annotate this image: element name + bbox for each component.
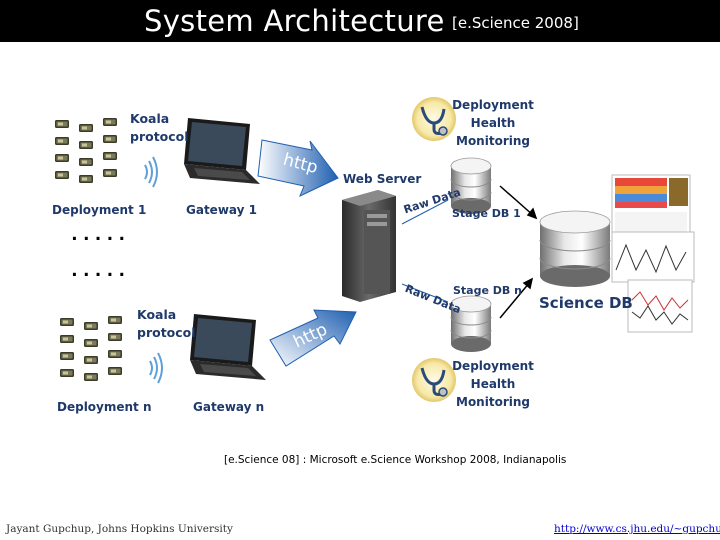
gateway-n-laptop <box>190 314 266 380</box>
deployment-1-motes <box>55 118 117 183</box>
caption: [e.Science 08] : Microsoft e.Science Wor… <box>224 454 567 466</box>
raw-data-arrow-bottom <box>401 283 449 303</box>
title-bar: System Architecture [e.Science 2008] <box>0 0 720 42</box>
raw-data-arrow-top <box>401 199 449 225</box>
stage-db-n-label: Stage DB n <box>453 284 522 297</box>
page-title: System Architecture <box>144 4 445 38</box>
gateway-n-label: Gateway n <box>193 400 265 414</box>
health-monitoring-label-bottom: Deployment Health Monitoring <box>452 359 534 409</box>
web-server-label: Web Server <box>343 172 422 186</box>
web-server <box>342 190 396 302</box>
ellipsis-top: ..... <box>69 224 129 245</box>
wireless-icon-bottom <box>149 352 163 384</box>
health-monitoring-icon-top <box>410 95 458 143</box>
page-subtitle: [e.Science 2008] <box>452 14 579 32</box>
gateway-1-label: Gateway 1 <box>186 203 257 217</box>
http-arrow-top <box>257 139 339 197</box>
footer-author: Jayant Gupchup, Johns Hopkins University <box>6 523 233 535</box>
koala-protocol-label-bottom: Koala protocol <box>137 307 196 340</box>
science-plots <box>611 174 695 333</box>
health-monitoring-icon-bottom <box>410 356 458 404</box>
science-db-label: Science DB <box>539 294 633 312</box>
gateway-1-laptop <box>184 118 260 184</box>
health-monitoring-label-top: Deployment Health Monitoring <box>452 98 534 148</box>
stage-to-science-arrows <box>499 185 538 319</box>
wireless-icon-top <box>144 156 158 188</box>
ellipsis-bottom: ..... <box>69 260 129 281</box>
deployment-1-label: Deployment 1 <box>52 203 147 217</box>
deployment-n-label: Deployment n <box>57 400 152 414</box>
http-arrow-bottom <box>269 309 357 367</box>
science-db-icon <box>539 210 611 287</box>
deployment-n-motes <box>60 316 122 381</box>
footer-url-link[interactable]: http://www.cs.jhu.edu/~gupchup <box>554 523 720 535</box>
stage-db-1-label: Stage DB 1 <box>452 207 521 220</box>
koala-protocol-label-top: Koala protocol <box>130 111 189 144</box>
